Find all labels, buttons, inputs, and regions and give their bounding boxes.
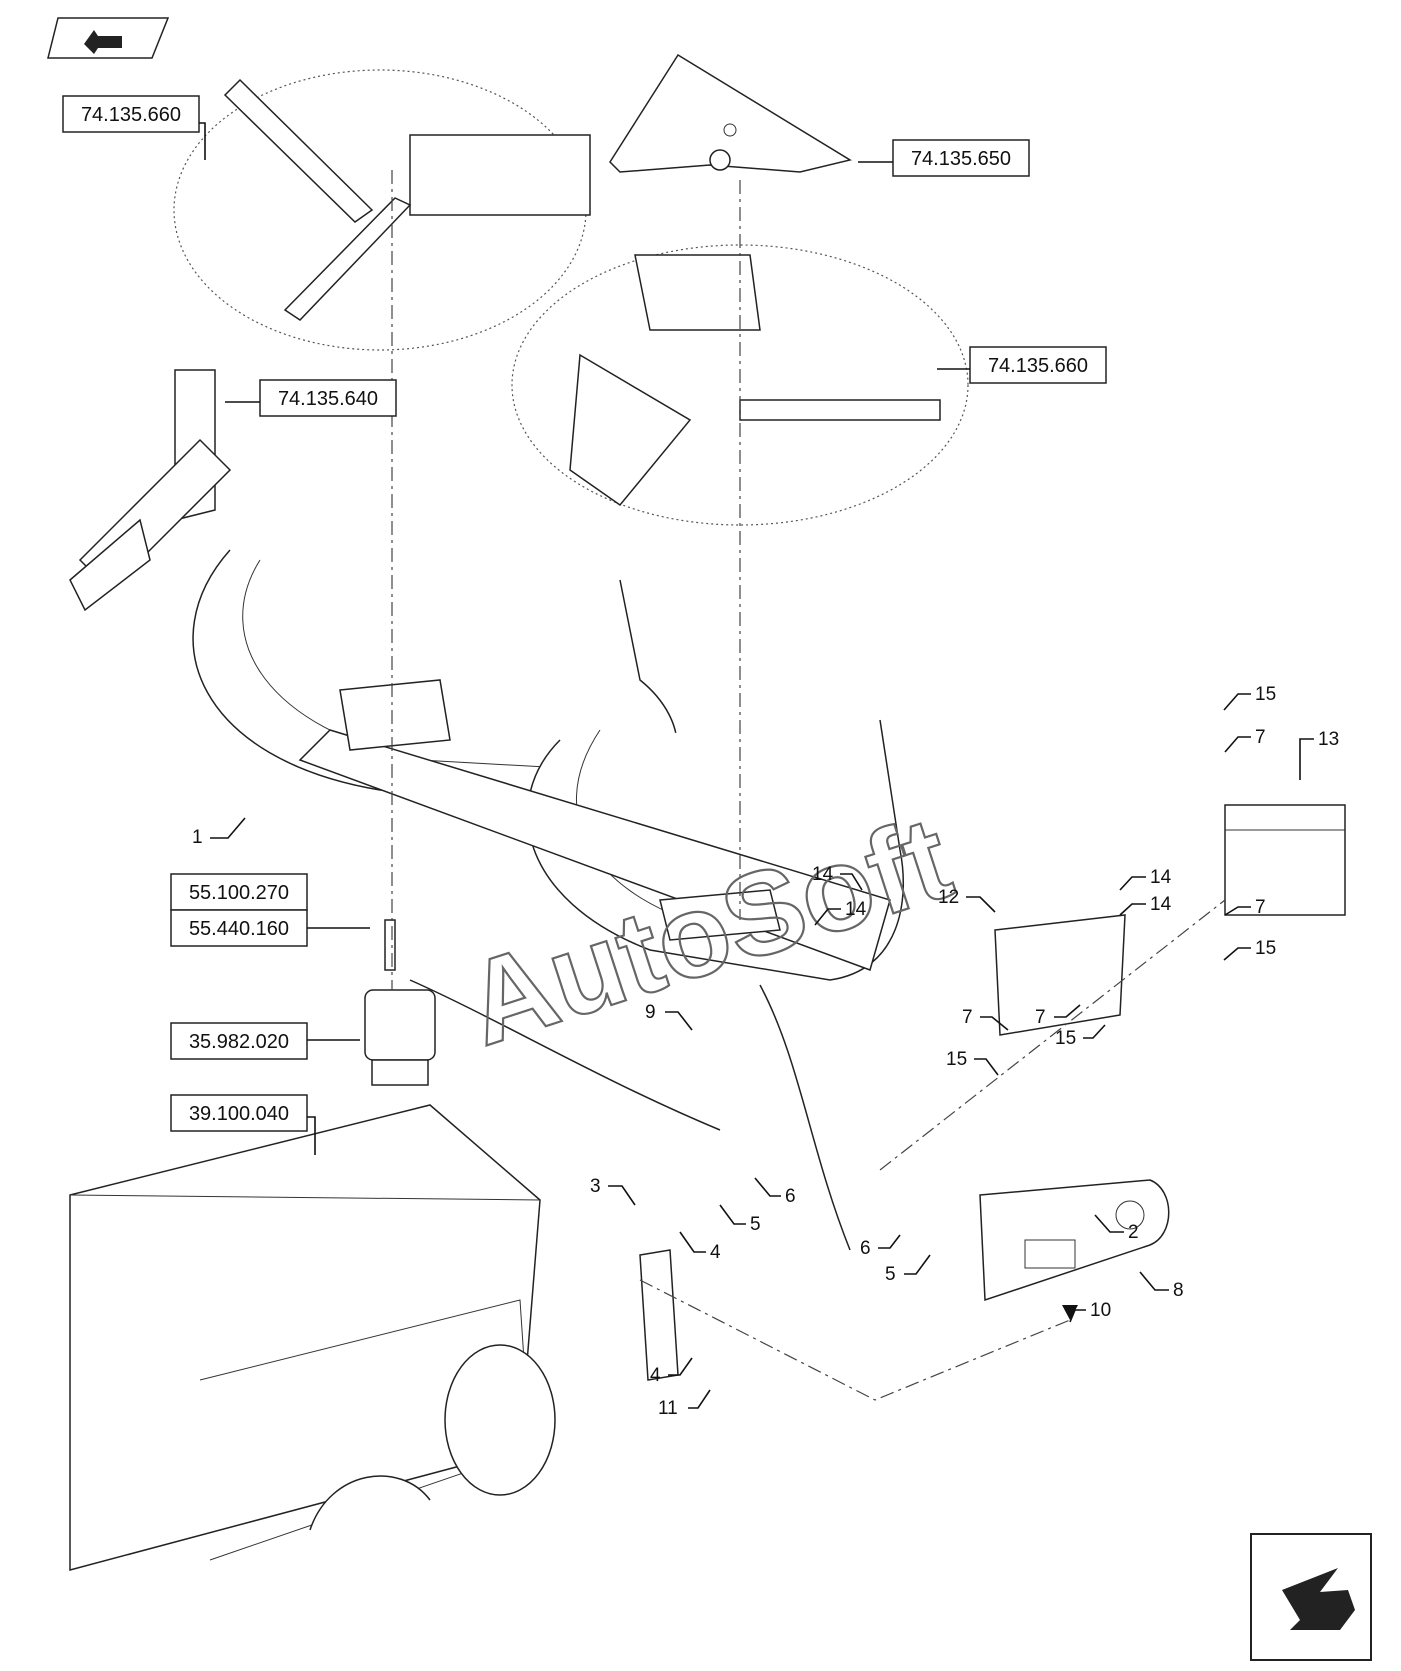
callout-3: 3: [590, 1176, 636, 1206]
svg-text:2: 2: [1128, 1222, 1139, 1243]
ref-box-7[interactable]: 35.982.020: [170, 1022, 360, 1060]
callout-12: 12: [938, 887, 996, 913]
ref-label-5: 55.100.270: [189, 882, 289, 904]
ref-box-1[interactable]: 74.135.660: [62, 95, 206, 160]
callout-9: 9: [645, 1002, 693, 1031]
hydraulic-motor: [364, 919, 436, 1086]
callout-5b: 5: [885, 1254, 931, 1285]
svg-text:5: 5: [885, 1264, 896, 1285]
bracket-2: [979, 1179, 1170, 1302]
svg-text:14: 14: [812, 864, 834, 885]
callout-7d: 7: [1035, 1004, 1081, 1028]
svg-text:15: 15: [1255, 684, 1276, 705]
callout-14a: 14: [812, 864, 863, 891]
callout-7c: 7: [962, 1007, 1009, 1031]
ref-box-2[interactable]: 74.135.650: [858, 139, 1030, 177]
ref-label-3: 74.135.660: [988, 355, 1088, 377]
callout-5a: 5: [719, 1204, 761, 1235]
svg-text:9: 9: [645, 1002, 656, 1023]
ref-box-5[interactable]: 55.100.270: [170, 873, 308, 911]
ref-label-6: 55.440.160: [189, 918, 289, 940]
callout-11: 11: [658, 1389, 711, 1419]
callout-14d: 14: [1119, 894, 1172, 916]
callout-14c: 14: [1119, 867, 1172, 891]
assembly-line-13: [879, 899, 1226, 1171]
ref-box-6[interactable]: 55.440.160: [170, 909, 370, 947]
ref-label-1: 74.135.660: [81, 104, 181, 126]
arm-detail-right: [569, 254, 941, 507]
svg-text:15: 15: [1055, 1028, 1076, 1049]
svg-text:7: 7: [1255, 897, 1266, 918]
svg-text:1: 1: [192, 827, 203, 848]
svg-text:15: 15: [946, 1049, 967, 1070]
main-frame: [192, 549, 905, 981]
svg-text:8: 8: [1173, 1280, 1184, 1301]
svg-text:6: 6: [785, 1186, 796, 1207]
forward-arrow-icon[interactable]: [1250, 1533, 1372, 1661]
svg-text:12: 12: [938, 887, 959, 908]
svg-text:10: 10: [1090, 1300, 1111, 1321]
svg-text:7: 7: [1255, 727, 1266, 748]
svg-text:7: 7: [962, 1007, 973, 1028]
svg-text:15: 15: [1255, 938, 1276, 959]
ref-label-8: 39.100.040: [189, 1103, 289, 1125]
svg-text:14: 14: [845, 899, 867, 920]
callout-8: 8: [1139, 1271, 1184, 1301]
svg-text:7: 7: [1035, 1007, 1046, 1028]
hose-lower: [409, 979, 721, 1131]
assembly-line-2: [639, 1279, 1071, 1401]
detail-ellipse-right: [511, 244, 969, 526]
plate-detail-top: [609, 53, 852, 173]
sensor-10: [1062, 1305, 1078, 1320]
ref-box-4[interactable]: 74.135.640: [225, 379, 397, 417]
callout-1: 1: [192, 817, 246, 848]
callout-15b: 15: [1223, 938, 1276, 961]
ref-label-4: 74.135.640: [278, 388, 378, 410]
callout-7a: 7: [1224, 727, 1266, 753]
arm-detail-left: [223, 78, 591, 321]
header-frame: [69, 1104, 556, 1571]
callout-4b: 4: [650, 1357, 693, 1386]
hose-right: [759, 984, 851, 1251]
cover-plate-13: [1224, 804, 1346, 916]
callout-15a: 15: [1223, 684, 1276, 711]
svg-text:11: 11: [658, 1398, 678, 1419]
svg-text:4: 4: [650, 1365, 661, 1386]
callout-14b: 14: [814, 899, 867, 926]
svg-text:3: 3: [590, 1176, 601, 1197]
callout-13: 13: [1299, 729, 1339, 780]
svg-text:4: 4: [710, 1242, 721, 1263]
callout-15c: 15: [1055, 1024, 1106, 1049]
callout-15d: 15: [946, 1049, 999, 1076]
callout-7b: 7: [1224, 897, 1266, 918]
bracket-12: [994, 914, 1126, 1036]
callout-6a: 6: [754, 1177, 796, 1207]
svg-text:5: 5: [750, 1214, 761, 1235]
callout-6b: 6: [860, 1234, 901, 1259]
ref-label-7: 35.982.020: [189, 1031, 289, 1053]
callout-10: 10: [1069, 1300, 1111, 1323]
ref-label-2: 74.135.650: [911, 148, 1011, 170]
back-arrow-icon[interactable]: [47, 17, 170, 59]
svg-text:14: 14: [1150, 894, 1172, 915]
svg-text:14: 14: [1150, 867, 1172, 888]
callout-2: 2: [1094, 1214, 1139, 1243]
left-bracket: [69, 369, 232, 612]
callout-4a: 4: [679, 1231, 721, 1263]
ref-box-3[interactable]: 74.135.660: [937, 346, 1107, 384]
plate-3: [639, 1249, 679, 1381]
svg-text:13: 13: [1318, 729, 1339, 750]
ref-box-8[interactable]: 39.100.040: [170, 1094, 316, 1155]
svg-text:6: 6: [860, 1238, 871, 1259]
